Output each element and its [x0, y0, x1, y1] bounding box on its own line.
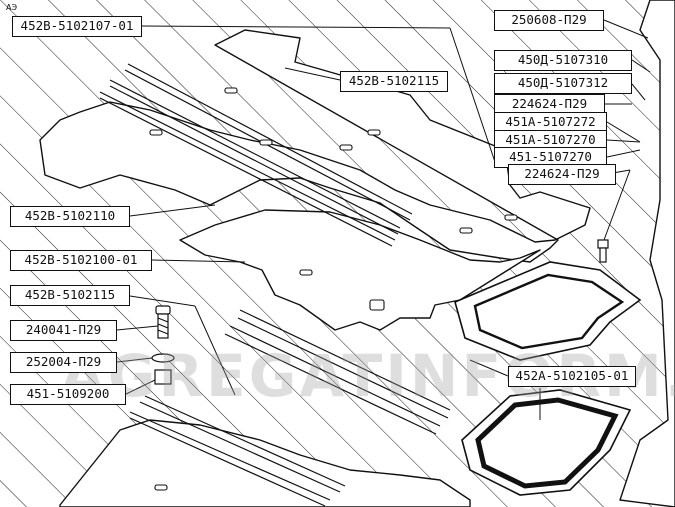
label-252004-p29[interactable]: 252004-П29	[10, 352, 117, 373]
middle-floor-panel	[179, 209, 541, 331]
panel-slots	[149, 87, 518, 491]
label-450d-5107310[interactable]: 450Д-5107310	[494, 50, 632, 71]
label-451a-5107272[interactable]: 451А-5107272	[494, 112, 607, 133]
label-452v-5102107-01[interactable]: 452В-5102107-01	[12, 16, 142, 37]
label-450d-5107312[interactable]: 450Д-5107312	[494, 73, 632, 94]
front-ribs	[129, 309, 451, 507]
label-240041-p29[interactable]: 240041-П29	[10, 320, 117, 341]
label-452v-5102110[interactable]: 452В-5102110	[10, 206, 130, 227]
label-224624-p29-a[interactable]: 224624-П29	[494, 94, 605, 115]
label-452v-5102100-01[interactable]: 452В-5102100-01	[10, 250, 152, 271]
rear-ribs	[99, 63, 413, 247]
label-250608-p29[interactable]: 250608-П29	[494, 10, 604, 31]
label-451-5109200[interactable]: 451-5109200	[10, 384, 126, 405]
upper-hatch-cover	[454, 261, 642, 361]
lower-hatch-gasket	[461, 389, 632, 496]
corner-mark: АЭ	[6, 3, 17, 12]
leader-lines	[116, 19, 651, 420]
label-452v-5102115-top[interactable]: 452В-5102115	[340, 71, 448, 92]
label-452a-5102105-01[interactable]: 452А-5102105-01	[508, 366, 636, 387]
label-224624-p29-b[interactable]: 224624-П29	[508, 164, 616, 185]
label-452v-5102115-left[interactable]: 452В-5102115	[10, 285, 130, 306]
small-bolt	[597, 239, 609, 263]
body-side	[619, 0, 675, 507]
